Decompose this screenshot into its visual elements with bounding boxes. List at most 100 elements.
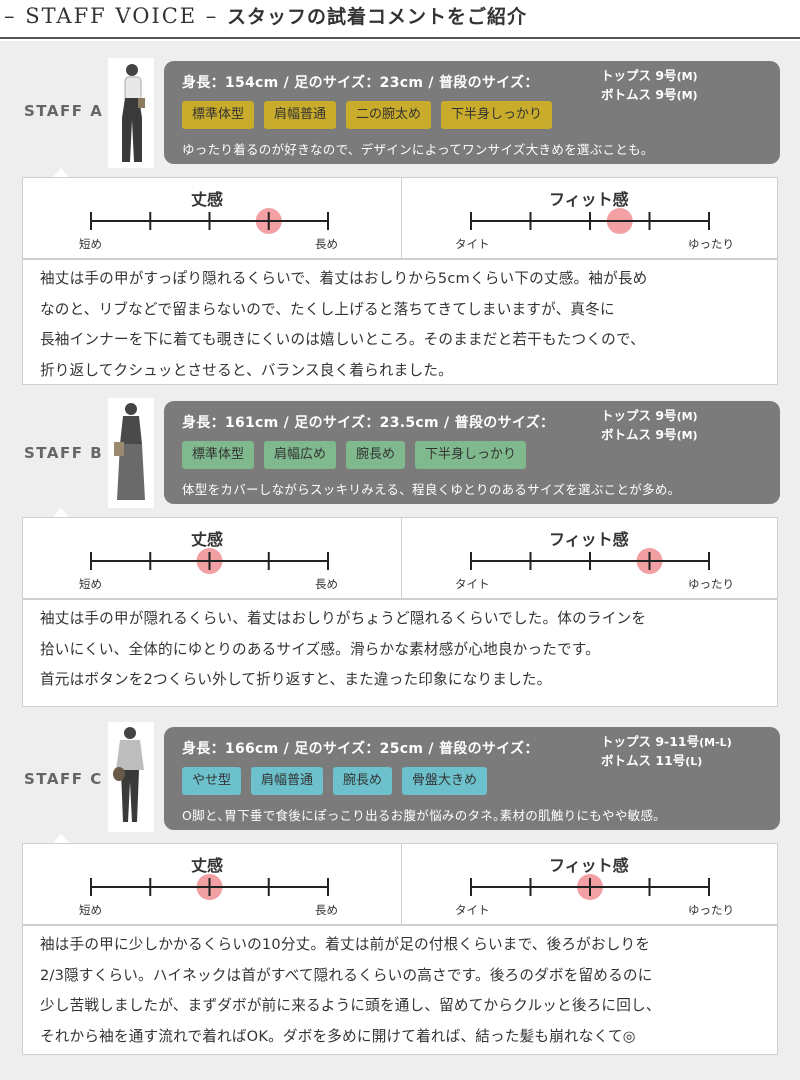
length-scale-left-label: 短め bbox=[79, 237, 102, 251]
bottoms-size: ボトムス 11号 bbox=[601, 753, 686, 768]
fit-scales: 丈感 フィット感 短め 長め タイト ゆったり bbox=[22, 843, 778, 925]
comment-line: 首元はボタンを2つくらい外して折り返すと、また違った印象になりました。 bbox=[40, 671, 552, 688]
tops-size: トップス 9号 bbox=[601, 408, 677, 423]
length-scale-right-label: 長め bbox=[315, 903, 338, 917]
length-scale bbox=[90, 208, 329, 234]
bottoms-size: ボトムス 9号 bbox=[601, 87, 677, 102]
body-tag: 腕長め bbox=[333, 767, 393, 795]
usual-sizes: トップス 9-11号(M-L) ボトムス 11号(L) bbox=[601, 733, 732, 771]
fit-scale bbox=[470, 208, 710, 234]
tops-size-letter: (M) bbox=[676, 410, 698, 423]
body-tag: 肩幅普通 bbox=[264, 101, 337, 129]
scale-graphics bbox=[90, 548, 710, 574]
fit-scale bbox=[470, 874, 710, 900]
body-type-tags: 標準体型 肩幅普通 二の腕太め 下半身しっかり bbox=[182, 101, 553, 129]
body-type-tags: やせ型 肩幅普通 腕長め 骨盤大きめ bbox=[182, 767, 488, 795]
body-tag: 骨盤大きめ bbox=[402, 767, 488, 795]
fit-scale bbox=[470, 548, 710, 574]
comment-line: それから袖を通す流れで着ればOK。ダボを多めに開けて着れば、結った髪も崩れなくて… bbox=[40, 1027, 636, 1045]
length-scale-right-label: 長め bbox=[315, 577, 338, 591]
usual-sizes: トップス 9号(M) ボトムス 9号(M) bbox=[601, 407, 698, 445]
staff-stats: 身長：154cm / 足のサイズ：23cm / 普段のサイズ： bbox=[182, 75, 539, 91]
staff-c-photo bbox=[108, 722, 154, 832]
comment-line: 袖は手の甲に少しかかるくらいの10分丈。着丈は前が足の付根くらいまで、後ろがおし… bbox=[40, 936, 651, 953]
scale-divider bbox=[401, 844, 402, 924]
length-scale-right-label: 長め bbox=[315, 237, 338, 251]
scale-graphics bbox=[90, 208, 710, 234]
fit-scale-left-label: タイト bbox=[455, 903, 490, 917]
fit-scale-title: フィット感 bbox=[549, 190, 629, 209]
staff-note: ゆったり着るのが好きなので、デザインによってワンサイズ大きめを選ぶことも。 bbox=[182, 142, 654, 157]
bottoms-size-letter: (L) bbox=[685, 755, 703, 768]
bottoms-size-letter: (M) bbox=[676, 89, 698, 102]
staff-label: STAFF C bbox=[24, 770, 103, 788]
header-title-jp: スタッフの試着コメントをご紹介 bbox=[226, 6, 527, 28]
body-tag: やせ型 bbox=[182, 767, 242, 795]
staff-note: 体型をカバーしながらスッキリみえる、程良くゆとりのあるサイズを選ぶことが多め。 bbox=[182, 482, 681, 497]
staff-profile-box: 身長：161cm / 足のサイズ：23.5cm / 普段のサイズ： トップス 9… bbox=[164, 401, 780, 504]
tops-size-letter: (M-L) bbox=[699, 736, 732, 749]
usual-sizes: トップス 9号(M) ボトムス 9号(M) bbox=[601, 67, 698, 105]
body-tag: 下半身しっかり bbox=[441, 101, 553, 129]
callout-pointer bbox=[52, 834, 70, 844]
staff-note: O脚と､胃下垂で食後にぽっこり出るお腹が悩みのタネ｡素材の肌触りにもやや敏感｡ bbox=[182, 808, 660, 823]
header-title-en: STAFF VOICE bbox=[25, 4, 198, 28]
fit-scales: 丈感 フィット感 短め 長め タイト ゆったり bbox=[22, 177, 778, 259]
header-divider bbox=[0, 37, 800, 39]
fit-scale-title: フィット感 bbox=[549, 530, 629, 549]
length-scale bbox=[90, 548, 329, 574]
comment-line: 長袖インナーを下に着ても覗きにくいのは嬉しいところ。そのままだと若干もたつくので… bbox=[40, 331, 645, 348]
comment-line: 折り返してクシュッとさせると、バランス良く着られました。 bbox=[40, 361, 453, 379]
scale-divider bbox=[401, 518, 402, 598]
body-tag: 標準体型 bbox=[182, 441, 255, 469]
comment-line: なのと、リブなどで留まらないので、たくし上げると落ちてきてしまいますが、真冬に bbox=[40, 300, 615, 318]
tops-size: トップス 9号 bbox=[601, 68, 677, 83]
body-tag: 二の腕太め bbox=[346, 101, 432, 129]
fit-scale-title: フィット感 bbox=[549, 856, 629, 875]
staff-stats: 身長：166cm / 足のサイズ：25cm / 普段のサイズ： bbox=[182, 741, 539, 757]
staff-comment: 袖丈は手の甲が隠れるくらい、着丈はおしりがちょうど隠れるくらいでした。体のライン… bbox=[22, 599, 778, 707]
body-tag: 下半身しっかり bbox=[415, 441, 527, 469]
body-tag: 肩幅普通 bbox=[251, 767, 324, 795]
comment-line: 少し苦戦しましたが、まずダボが前に来るように頭を通し、留めてからクルッと後ろに回… bbox=[40, 997, 661, 1014]
staff-a-photo bbox=[108, 58, 154, 168]
staff-label: STAFF B bbox=[24, 444, 104, 462]
length-scale-left-label: 短め bbox=[79, 903, 102, 917]
length-scale-left-label: 短め bbox=[79, 577, 102, 591]
staff-comment: 袖丈は手の甲がすっぽり隠れるくらいで、着丈はおしりから5cmくらい下の丈感。袖が… bbox=[22, 259, 778, 385]
staff-comment: 袖は手の甲に少しかかるくらいの10分丈。着丈は前が足の付根くらいまで、後ろがおし… bbox=[22, 925, 778, 1055]
length-scale-title: 丈感 bbox=[191, 530, 224, 549]
fit-scale-left-label: タイト bbox=[455, 577, 490, 591]
bottoms-size: ボトムス 9号 bbox=[601, 427, 677, 442]
length-scale bbox=[90, 874, 329, 900]
length-scale-title: 丈感 bbox=[191, 856, 224, 875]
callout-pointer bbox=[52, 168, 70, 178]
staff-profile-box: 身長：154cm / 足のサイズ：23cm / 普段のサイズ： トップス 9号(… bbox=[164, 61, 780, 164]
staff-profile-box: 身長：166cm / 足のサイズ：25cm / 普段のサイズ： トップス 9-1… bbox=[164, 727, 780, 830]
comment-line: 2/3隠すくらい。ハイネックは首がすべて隠れるくらいの高さです。後ろのダボを留め… bbox=[40, 966, 653, 984]
body-tag: 肩幅広め bbox=[264, 441, 337, 469]
comment-line: 袖丈は手の甲がすっぽり隠れるくらいで、着丈はおしりから5cmくらい下の丈感。袖が… bbox=[40, 270, 648, 287]
comment-line: 拾いにくい、全体的にゆとりのあるサイズ感。滑らかな素材感が心地良かったです。 bbox=[40, 640, 600, 658]
header-title: – STAFF VOICE – スタッフの試着コメントをご紹介 bbox=[4, 4, 527, 28]
staff-stats: 身長：161cm / 足のサイズ：23.5cm / 普段のサイズ： bbox=[182, 415, 555, 431]
staff-b-photo bbox=[108, 398, 154, 508]
fit-scales: 丈感 フィット感 短め 長め タイト ゆったり bbox=[22, 517, 778, 599]
body-tag: 標準体型 bbox=[182, 101, 255, 129]
fit-scale-right-label: ゆったり bbox=[688, 237, 734, 251]
scale-divider bbox=[401, 178, 402, 258]
comment-line: 袖丈は手の甲が隠れるくらい、着丈はおしりがちょうど隠れるくらいでした。体のライン… bbox=[40, 610, 647, 627]
scale-graphics bbox=[90, 874, 710, 900]
bottoms-size-letter: (M) bbox=[676, 429, 698, 442]
fit-scale-right-label: ゆったり bbox=[688, 903, 734, 917]
fit-scale-right-label: ゆったり bbox=[688, 577, 734, 591]
staff-label: STAFF A bbox=[24, 102, 104, 120]
body-tag: 腕長め bbox=[346, 441, 406, 469]
body-type-tags: 標準体型 肩幅広め 腕長め 下半身しっかり bbox=[182, 441, 527, 469]
tops-size-letter: (M) bbox=[676, 70, 698, 83]
page-header: – STAFF VOICE – スタッフの試着コメントをご紹介 bbox=[0, 0, 800, 40]
fit-scale-left-label: タイト bbox=[455, 237, 490, 251]
callout-pointer bbox=[52, 508, 70, 518]
length-scale-title: 丈感 bbox=[191, 190, 224, 209]
tops-size: トップス 9-11号 bbox=[601, 734, 700, 749]
